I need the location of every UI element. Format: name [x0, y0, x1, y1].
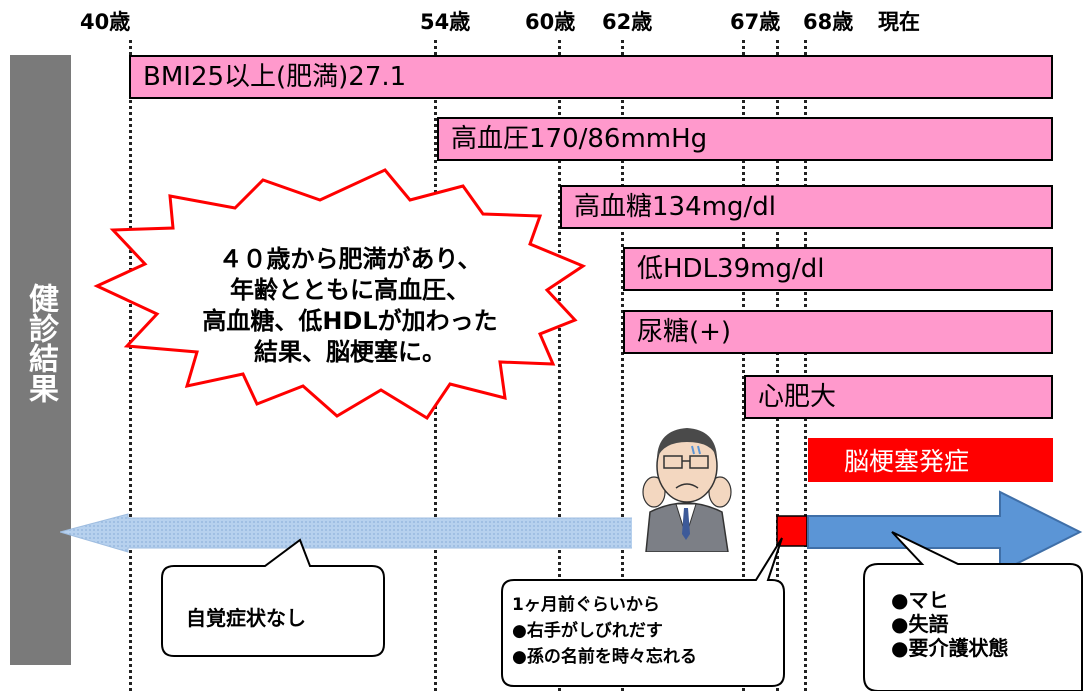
- timeline-arrow: [60, 490, 1083, 574]
- starburst-line-2: 年齢とともに高血圧、: [230, 276, 470, 304]
- worried-person-icon: [632, 416, 740, 552]
- sidebar-title: 健診結果: [23, 283, 58, 403]
- timeline-marker-60: [558, 40, 561, 691]
- prodrome-line-1: 1ヶ月前ぐらいから: [512, 595, 660, 615]
- prodrome-text: 1ヶ月前ぐらいから ●右手がしびれだす ●孫の名前を時々忘れる: [512, 592, 697, 670]
- bar-bmi: BMI25以上(肥満)27.1: [129, 55, 1053, 99]
- after-line-1: ●マヒ: [891, 588, 949, 612]
- age-label-now: 現在: [878, 10, 920, 34]
- after-line-2: ●失語: [891, 612, 949, 636]
- bar-hypertension: 高血圧170/86mmHg: [437, 117, 1053, 161]
- prodrome-line-3: ●孫の名前を時々忘れる: [512, 647, 697, 667]
- age-label-60: 60歳: [525, 10, 576, 34]
- timeline-marker-68: [804, 40, 807, 691]
- prodrome-callout: [501, 537, 785, 687]
- starburst-line-3: 高血糖、低HDLが加わった: [202, 307, 498, 335]
- timeline-marker-67b: [776, 40, 779, 691]
- age-label-67: 67歳: [730, 10, 781, 34]
- bar-hyperglycemia: 高血糖134mg/dl: [560, 185, 1053, 229]
- starburst-callout: [93, 168, 587, 420]
- prodrome-line-2: ●右手がしびれだす: [512, 621, 663, 641]
- timeline-marker-67a: [742, 40, 745, 691]
- bar-low-hdl: 低HDL39mg/dl: [623, 247, 1053, 291]
- after-line-3: ●要介護状態: [891, 636, 1009, 660]
- stroke-onset-label: 脳梗塞発症: [808, 438, 1053, 482]
- bar-urine-glucose: 尿糖(+): [623, 310, 1053, 354]
- no-symptoms-callout: [161, 538, 385, 657]
- age-label-54: 54歳: [420, 10, 471, 34]
- no-symptoms-text: 自覚症状なし: [186, 606, 306, 630]
- age-label-62: 62歳: [602, 10, 653, 34]
- age-label-68: 68歳: [803, 10, 854, 34]
- starburst-line-1: ４０歳から肥満があり、: [218, 245, 482, 273]
- sidebar-health-check: 健診結果: [10, 55, 71, 665]
- starburst-line-4: 結果、脳梗塞に。: [254, 338, 446, 366]
- age-label-40: 40歳: [80, 10, 131, 34]
- after-onset-callout: [863, 531, 1083, 691]
- bar-cardiomegaly: 心肥大: [744, 375, 1053, 419]
- timeline-marker-40: [129, 40, 132, 691]
- after-onset-text: ●マヒ ●失語 ●要介護状態: [891, 588, 1008, 660]
- starburst-text: ４０歳から肥満があり、 年齢とともに高血圧、 高血糖、低HDLが加わった 結果、…: [160, 244, 540, 368]
- timeline-marker-62: [621, 40, 624, 691]
